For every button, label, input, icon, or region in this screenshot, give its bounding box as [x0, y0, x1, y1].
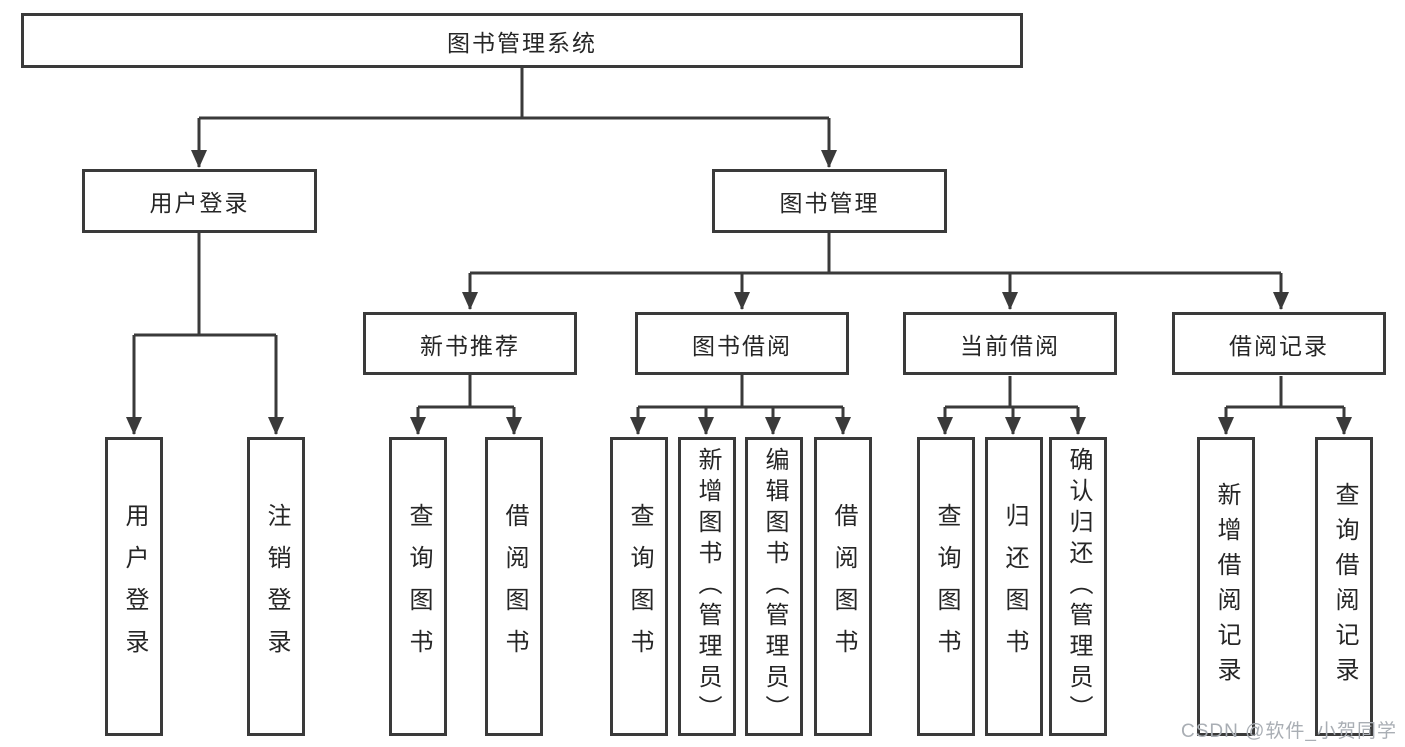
- leaf-recommend-query-books: 查询图书: [389, 437, 447, 736]
- node-current-borrowing-label: 当前借阅: [960, 332, 1060, 359]
- leaf-borrowing-borrow-books-label: 借阅图书: [830, 502, 857, 671]
- leaf-current-query-books: 查询图书: [917, 437, 975, 736]
- leaf-recommend-borrow-books-label: 借阅图书: [501, 502, 528, 671]
- node-user-login-label: 用户登录: [149, 190, 250, 216]
- leaf-borrowing-query-books-label: 查询图书: [626, 502, 653, 671]
- leaf-current-confirm-return-admin: 确认归还（管理员）: [1049, 437, 1107, 736]
- leaf-records-add-borrow-record-label: 新增借阅记录: [1213, 481, 1240, 692]
- leaf-current-query-books-label: 查询图书: [933, 502, 960, 671]
- node-root-label: 图书管理系统: [447, 29, 597, 56]
- leaf-records-query-borrow-record-label: 查询借阅记录: [1331, 481, 1358, 692]
- node-root-library-system: 图书管理系统: [21, 13, 1023, 68]
- leaf-borrowing-edit-books-admin: 编辑图书（管理员）: [745, 437, 803, 736]
- node-new-book-recommend-label: 新书推荐: [420, 332, 520, 359]
- leaf-current-return-books-label: 归还图书: [1001, 502, 1028, 671]
- leaf-borrowing-add-books-admin: 新增图书（管理员）: [678, 437, 736, 736]
- node-current-borrowing: 当前借阅: [903, 312, 1117, 375]
- watermark: CSDN @软件_小贺同学: [1181, 721, 1397, 742]
- node-user-login: 用户登录: [82, 169, 317, 233]
- node-new-book-recommend: 新书推荐: [363, 312, 577, 375]
- leaf-borrowing-borrow-books: 借阅图书: [814, 437, 872, 736]
- leaf-recommend-borrow-books: 借阅图书: [485, 437, 543, 736]
- node-borrowing-records-label: 借阅记录: [1229, 332, 1329, 359]
- leaf-current-return-books: 归还图书: [985, 437, 1043, 736]
- node-book-borrowing: 图书借阅: [635, 312, 849, 375]
- leaf-recommend-query-books-label: 查询图书: [405, 502, 432, 671]
- leaf-current-confirm-return-admin-label: 确认归还（管理员）: [1065, 447, 1092, 726]
- leaf-borrowing-add-books-admin-label: 新增图书（管理员）: [694, 447, 721, 726]
- leaf-logout-login-label: 注销登录: [263, 502, 290, 671]
- leaf-user-login-label: 用户登录: [121, 502, 148, 671]
- node-book-borrowing-label: 图书借阅: [692, 332, 792, 359]
- leaf-user-login: 用户登录: [105, 437, 163, 736]
- node-borrowing-records: 借阅记录: [1172, 312, 1386, 375]
- leaf-borrowing-query-books: 查询图书: [610, 437, 668, 736]
- node-book-management-label: 图书管理: [779, 190, 880, 216]
- leaf-records-add-borrow-record: 新增借阅记录: [1197, 437, 1255, 736]
- leaf-logout-login: 注销登录: [247, 437, 305, 736]
- node-book-management: 图书管理: [712, 169, 947, 233]
- leaf-records-query-borrow-record: 查询借阅记录: [1315, 437, 1373, 736]
- leaf-borrowing-edit-books-admin-label: 编辑图书（管理员）: [761, 447, 788, 726]
